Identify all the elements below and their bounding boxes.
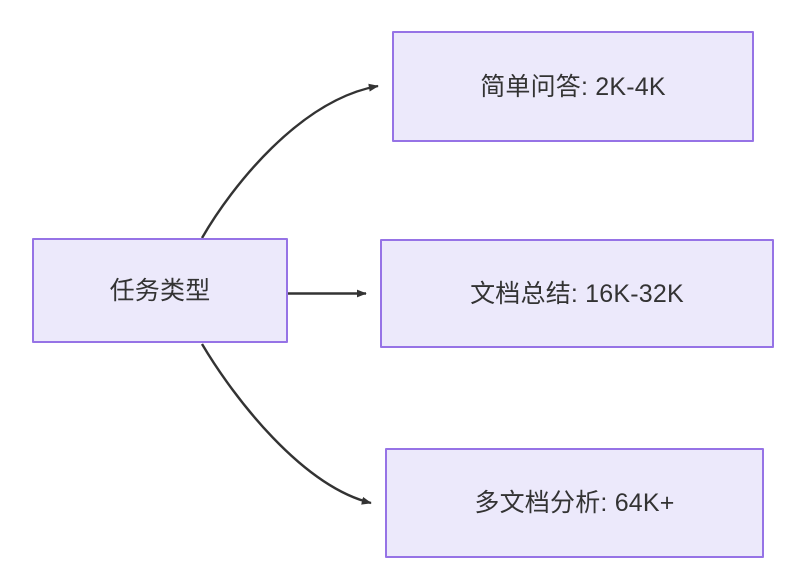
node-simple-qa-label: 简单问答: 2K-4K <box>480 72 666 101</box>
node-task-type[interactable]: 任务类型 <box>32 238 288 343</box>
edge-source-to-task-1 <box>200 83 379 239</box>
node-simple-qa[interactable]: 简单问答: 2K-4K <box>392 31 754 142</box>
node-multi-document-analysis[interactable]: 多文档分析: 64K+ <box>385 448 764 558</box>
node-task-type-label: 任务类型 <box>109 276 211 305</box>
edge-source-to-task-3 <box>200 343 372 505</box>
node-document-summary-label: 文档总结: 16K-32K <box>470 279 684 308</box>
node-multi-document-analysis-label: 多文档分析: 64K+ <box>474 489 675 517</box>
node-document-summary[interactable]: 文档总结: 16K-32K <box>380 239 774 348</box>
